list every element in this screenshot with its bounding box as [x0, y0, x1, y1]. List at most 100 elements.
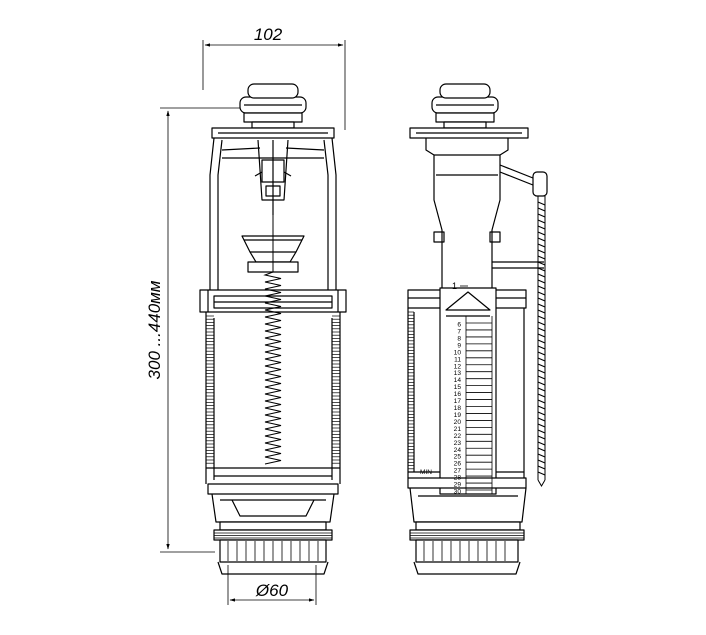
rod-notch: [537, 459, 546, 464]
side-view: [407, 83, 548, 575]
scale-number: 29: [454, 482, 462, 489]
rod-notch: [537, 297, 546, 302]
scale-number: 25: [454, 454, 462, 461]
rod-notch: [537, 333, 546, 338]
rod-notch: [537, 405, 546, 410]
width-dimension-label: 102: [254, 25, 283, 44]
nut-thread-lines-side: [410, 532, 524, 561]
scale-number: 13: [454, 370, 462, 377]
rod-notch: [537, 327, 546, 332]
rod-notch: [537, 471, 546, 476]
cylinder-ribs-side: [408, 311, 414, 470]
rod-notch: [537, 465, 546, 470]
rod-notch: [537, 249, 546, 254]
rod-notch: [537, 369, 546, 374]
rod-notch: [537, 429, 546, 434]
scale-number: 24: [454, 447, 462, 454]
scale-number: 19: [454, 412, 462, 419]
scale-number: 15: [454, 384, 462, 391]
lever-arm: [492, 164, 548, 269]
rod-notch: [537, 201, 546, 206]
rod-notch: [537, 321, 546, 326]
thread-nut-side: [409, 529, 525, 575]
rod-notch: [537, 291, 546, 296]
rod-notch: [537, 267, 546, 272]
scale-number: 9: [457, 342, 461, 349]
rod-notch: [537, 411, 546, 416]
scale-number: 8: [457, 335, 461, 342]
width-dimension: [202, 40, 346, 130]
scale-number: 28: [454, 475, 462, 482]
cylinder-ribs-front: [206, 315, 340, 464]
bottom-seat-side: [407, 477, 527, 531]
rod-notch: [537, 375, 546, 380]
rod-notch: [537, 219, 546, 224]
scale-ticks: [465, 316, 493, 494]
cage-frame: [209, 137, 337, 290]
nut-thread-lines-front: [214, 532, 332, 561]
rod-notch: [537, 381, 546, 386]
push-button: [239, 83, 307, 129]
scale-number: 16: [454, 391, 462, 398]
rod-notch: [537, 435, 546, 440]
scale-number: 14: [454, 377, 462, 384]
rod-notch: [537, 225, 546, 230]
front-view: [199, 83, 347, 575]
rod-notch: [537, 231, 546, 236]
scale-number: 23: [454, 440, 462, 447]
rod-notch: [537, 393, 546, 398]
rod-notch: [537, 351, 546, 356]
rod-notch: [537, 441, 546, 446]
scale-number: 26: [454, 461, 462, 468]
scale-number: 20: [454, 419, 462, 426]
rod-notch: [537, 237, 546, 242]
scale-numbers: 6789101112131415161718192021222324252627…: [454, 322, 462, 496]
rod-notch: [537, 399, 546, 404]
rod-notch: [537, 453, 546, 458]
rod-notch: [537, 309, 546, 314]
rod-notch: [537, 339, 546, 344]
scale-number: 30: [454, 489, 462, 496]
scale-number: 11: [454, 356, 461, 363]
rod-notch: [537, 357, 546, 362]
scale-number: 21: [454, 426, 462, 433]
scale-number: 12: [454, 363, 462, 370]
rod-notch: [537, 285, 546, 290]
center-spring: [263, 215, 282, 465]
rod-notch: [537, 315, 546, 320]
scale-number: 22: [454, 433, 462, 440]
height-dimension-label: 300 ...440мм: [145, 280, 164, 379]
rod-notch: [537, 303, 546, 308]
rod-notch: [537, 273, 546, 278]
diameter-dimension: [227, 565, 317, 605]
spring-coil: [263, 271, 282, 465]
rod-notch: [537, 447, 546, 452]
rod-notch: [537, 261, 546, 266]
diameter-dimension-label: Ø60: [255, 581, 289, 600]
scale-number: 10: [454, 349, 462, 356]
release-mechanism: [254, 139, 292, 215]
overflow-tube: [425, 138, 509, 288]
scale-number: 27: [454, 468, 462, 475]
rod-notch: [537, 213, 546, 218]
scale-number: 7: [457, 328, 461, 335]
scale-min-label: MIN: [420, 469, 432, 476]
scale-number: 18: [454, 405, 462, 412]
rod-notch: [537, 243, 546, 248]
rod-notch: [537, 345, 546, 350]
rod-notch: [537, 417, 546, 422]
rod-notch: [537, 363, 546, 368]
rod-notch: [537, 279, 546, 284]
scale-column: [439, 287, 497, 495]
rod-notch: [537, 387, 546, 392]
push-button-side: [431, 83, 499, 129]
rod-notch: [537, 255, 546, 260]
adjustment-rod: [537, 196, 546, 487]
rod-notch: [537, 207, 546, 212]
scale-number: 17: [454, 398, 462, 405]
bottom-seat: [207, 483, 339, 531]
rod-notch: [537, 423, 546, 428]
cylinder-body: [205, 312, 341, 484]
rod-tip: [537, 479, 546, 487]
